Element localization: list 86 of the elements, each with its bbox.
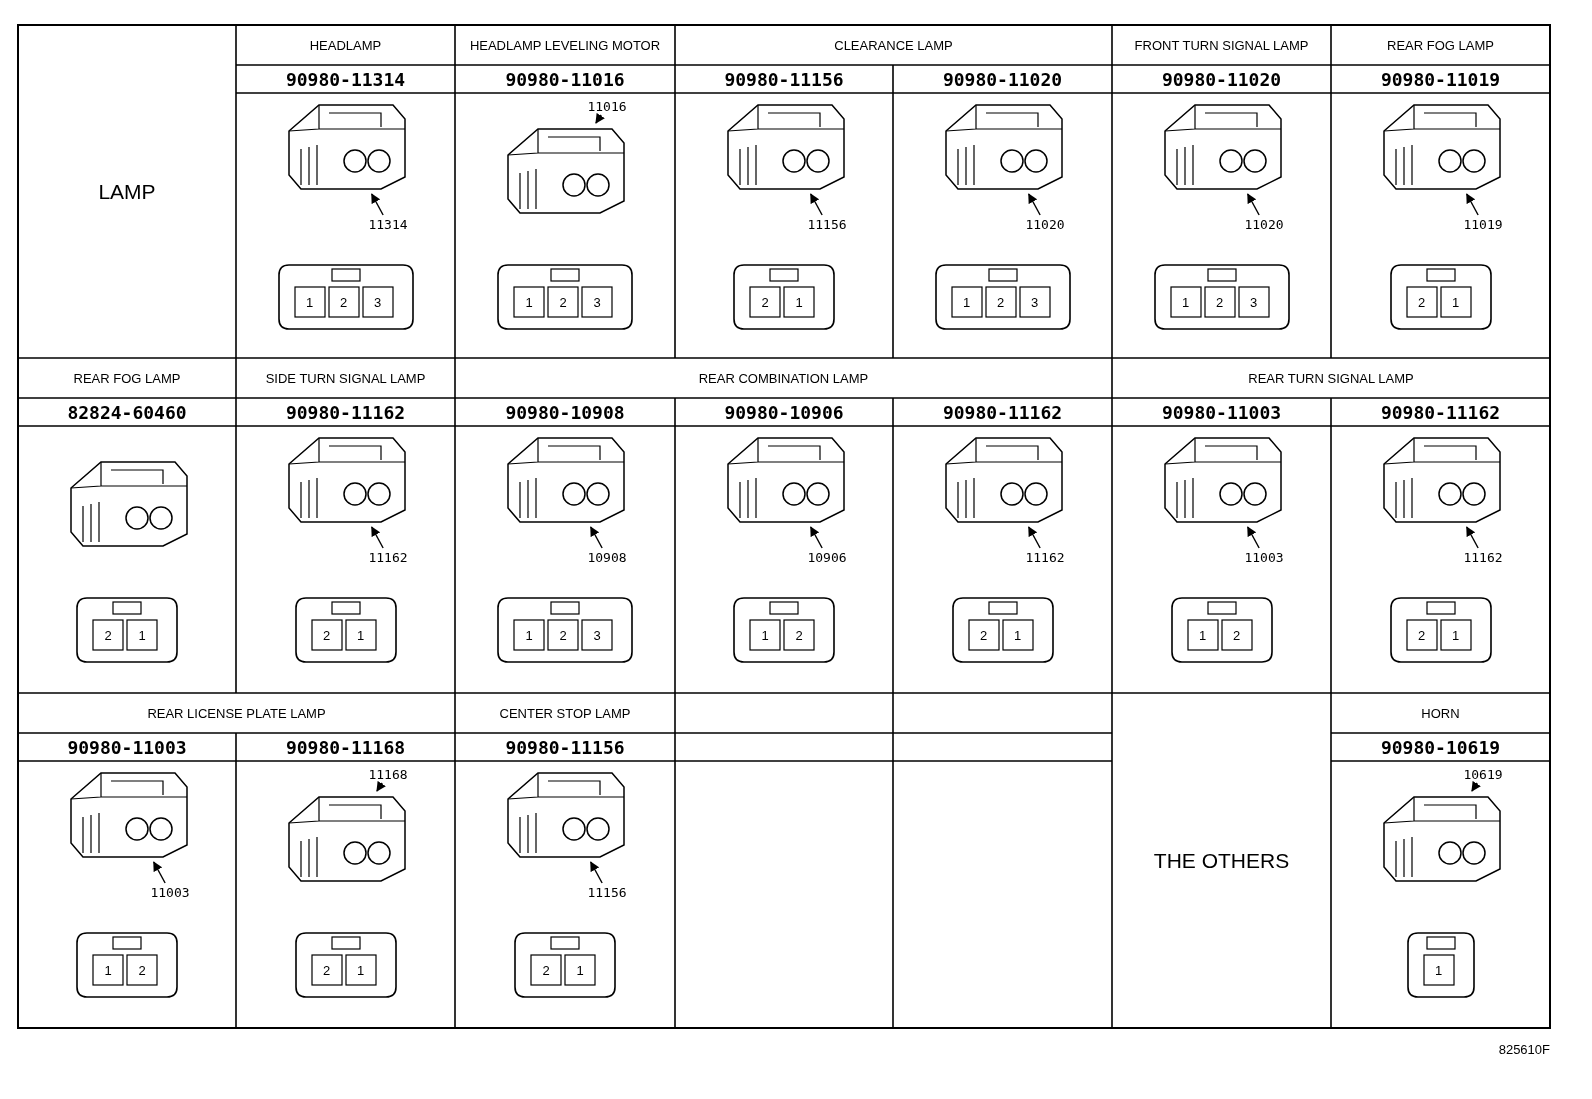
- pin-number: 2: [1231, 626, 1242, 645]
- pin-number: 2: [1416, 293, 1427, 312]
- leader-line: [1471, 780, 1481, 792]
- part-number: 90980-11003: [66, 735, 188, 759]
- leader-line: [1247, 193, 1260, 216]
- pin-number: 2: [1214, 293, 1225, 312]
- leader-line: [1028, 193, 1041, 216]
- pin-number: 1: [137, 626, 147, 645]
- pin-number: 1: [760, 626, 770, 645]
- leader-line: [1247, 526, 1260, 549]
- pin-number: 3: [592, 293, 602, 312]
- part-number: 90980-10619: [1379, 735, 1502, 759]
- part-number: 90980-11162: [284, 400, 407, 424]
- pin-number: 3: [1248, 293, 1259, 312]
- column-heading: REAR FOG LAMP: [1386, 37, 1495, 55]
- part-number: 90980-11016: [504, 67, 626, 91]
- part-number: 90980-11156: [504, 735, 626, 759]
- leader-line: [590, 526, 603, 549]
- pin-number: 2: [1416, 626, 1427, 645]
- column-heading: CENTER STOP LAMP: [498, 705, 632, 723]
- pin-number: 1: [524, 626, 534, 645]
- column-heading: REAR LICENSE PLATE LAMP: [146, 705, 327, 723]
- leader-line: [153, 861, 166, 884]
- section-heading: THE OTHERS: [1152, 847, 1291, 874]
- part-number: 90980-11020: [1160, 67, 1283, 91]
- pin-number: 2: [760, 293, 770, 312]
- column-heading: REAR TURN SIGNAL LAMP: [1247, 370, 1415, 388]
- pin-number: 2: [558, 626, 568, 645]
- column-heading: FRONT TURN SIGNAL LAMP: [1133, 37, 1310, 55]
- pin-number: 2: [338, 293, 349, 312]
- pin-number: 2: [995, 293, 1006, 312]
- leader-line: [810, 193, 823, 216]
- pin-number: 2: [978, 626, 989, 645]
- leader-line: [1028, 526, 1041, 549]
- column-heading: CLEARANCE LAMP: [833, 37, 954, 55]
- pin-number: 1: [575, 961, 585, 980]
- figure-code: 825610F: [1497, 1040, 1550, 1059]
- part-number: 82824-60460: [66, 400, 188, 424]
- pin-number: 1: [794, 293, 804, 312]
- pin-number: 2: [137, 961, 147, 980]
- part-number: 90980-11003: [1160, 400, 1283, 424]
- part-number: 90980-11156: [723, 67, 845, 91]
- part-number: 90980-10906: [723, 400, 845, 424]
- leader-line: [376, 780, 386, 792]
- pin-number: 3: [1029, 293, 1040, 312]
- pin-number: 1: [355, 961, 366, 980]
- column-heading: HEADLAMP: [308, 37, 383, 55]
- row-heading: LAMP: [97, 178, 157, 205]
- column-heading: REAR FOG LAMP: [72, 370, 182, 388]
- pin-number: 1: [1197, 626, 1208, 645]
- column-heading: SIDE TURN SIGNAL LAMP: [264, 370, 427, 388]
- leader-line: [371, 526, 384, 549]
- leader-line: [595, 112, 605, 124]
- leader-line: [810, 526, 823, 549]
- column-heading: HEADLAMP LEVELING MOTOR: [468, 37, 662, 55]
- pin-number: 1: [1180, 293, 1191, 312]
- leader-line: [1466, 526, 1479, 549]
- leader-line: [590, 861, 603, 884]
- pin-number: 2: [103, 626, 113, 645]
- pin-number: 1: [961, 293, 972, 312]
- pin-number: 1: [1433, 961, 1444, 980]
- part-number: 90980-11314: [284, 67, 407, 91]
- pin-number: 1: [304, 293, 315, 312]
- part-number: 90980-11162: [1379, 400, 1502, 424]
- column-heading: HORN: [1420, 705, 1461, 723]
- part-number: 90980-10908: [504, 400, 626, 424]
- part-number: 90980-11020: [941, 67, 1064, 91]
- pin-number: 2: [558, 293, 568, 312]
- pin-number: 1: [1450, 626, 1461, 645]
- pin-number: 1: [355, 626, 366, 645]
- pin-number: 2: [541, 961, 551, 980]
- pin-number: 1: [524, 293, 534, 312]
- pin-number: 2: [321, 626, 332, 645]
- pin-number: 1: [103, 961, 113, 980]
- leader-line: [371, 193, 384, 216]
- pin-number: 3: [372, 293, 383, 312]
- pin-number: 2: [321, 961, 332, 980]
- pin-number: 1: [1450, 293, 1461, 312]
- part-number: 90980-11019: [1379, 67, 1502, 91]
- part-number: 90980-11168: [284, 735, 407, 759]
- column-heading: REAR COMBINATION LAMP: [697, 370, 870, 388]
- pin-number: 2: [794, 626, 804, 645]
- pin-number: 3: [592, 626, 602, 645]
- part-number: 90980-11162: [941, 400, 1064, 424]
- pin-number: 1: [1012, 626, 1023, 645]
- leader-line: [1466, 193, 1479, 216]
